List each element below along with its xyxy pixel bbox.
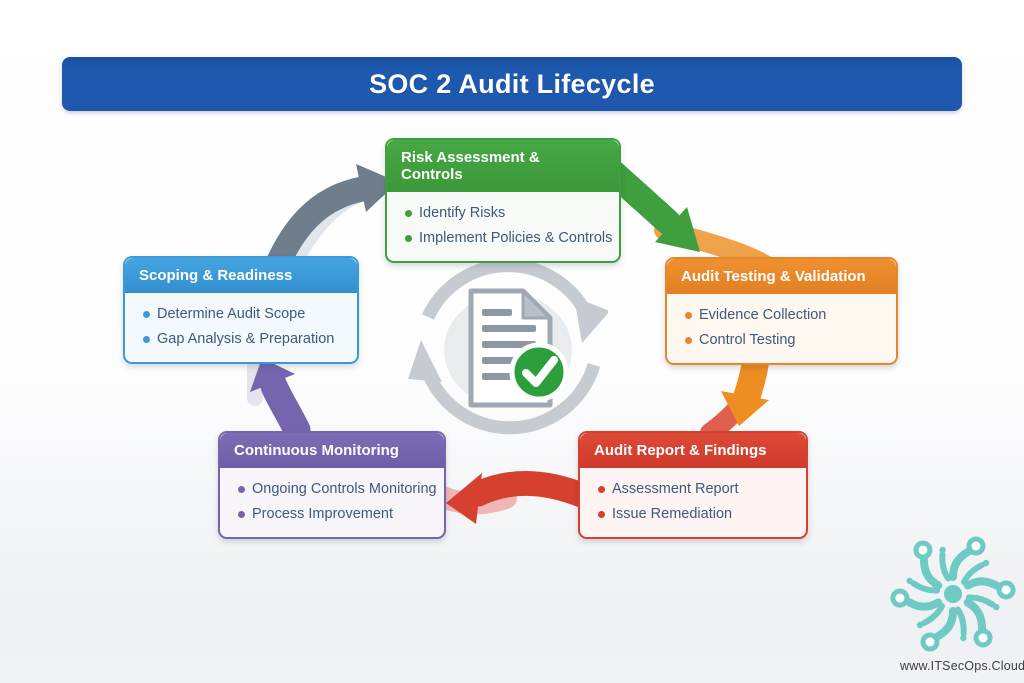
arrow-monitoring-to-scoping [250,358,311,444]
stage-header: Audit Report & Findings [580,433,806,468]
arrow-risk-to-testing [595,155,700,252]
website-url: www.ITSecOps.Cloud [900,659,1024,673]
bullet-dot-icon [238,486,245,493]
bullet-dot-icon [143,336,150,343]
stage-body: Evidence Collection Control Testing [667,294,896,363]
stage-header: Scoping & Readiness [125,258,357,293]
stage-bullet: Determine Audit Scope [137,302,345,327]
stage-box-risk-assessment: Risk Assessment & Controls Identify Risk… [385,138,621,263]
circuit-pinwheel-logo-icon [890,536,1016,652]
stage-bullet: Evidence Collection [679,303,884,328]
check-badge-icon [509,342,569,402]
arrow-scoping-to-risk [263,164,398,281]
bullet-dot-icon [598,486,605,493]
stage-bullet: Ongoing Controls Monitoring [232,477,437,502]
bullet-dot-icon [143,311,150,318]
bullet-dot-icon [598,511,605,518]
stage-box-scoping-readiness: Scoping & Readiness Determine Audit Scop… [123,256,359,364]
bullet-dot-icon [405,210,412,217]
stage-body: Determine Audit Scope Gap Analysis & Pre… [125,293,357,362]
stage-header: Continuous Monitoring [220,433,444,468]
stage-bullet: Implement Policies & Controls [399,226,612,251]
cycle-arrowhead-left [408,340,442,382]
stage-bullet: Gap Analysis & Preparation [137,327,345,352]
logo-center-dot [944,585,962,603]
stage-bullet: Assessment Report [592,477,794,502]
stage-body: Ongoing Controls Monitoring Process Impr… [220,468,444,537]
bullet-dot-icon [685,337,692,344]
title-bar: SOC 2 Audit Lifecycle [62,57,962,111]
document-check-refresh-icon [408,259,608,435]
stage-bullet: Control Testing [679,328,884,353]
stage-bullet: Identify Risks [399,201,607,226]
bullet-dot-icon [405,235,412,242]
stage-box-audit-testing: Audit Testing & Validation Evidence Coll… [665,257,898,365]
arrow-report-to-monitoring [446,470,597,524]
stage-bullet: Process Improvement [232,502,432,527]
cycle-arrowhead-right [574,297,608,343]
stage-bullet: Issue Remediation [592,502,794,527]
stage-header: Risk Assessment & Controls [387,140,619,192]
stage-box-audit-report: Audit Report & Findings Assessment Repor… [578,431,808,539]
bullet-dot-icon [238,511,245,518]
bullet-dot-icon [685,312,692,319]
stage-header: Audit Testing & Validation [667,259,896,294]
stage-body: Identify Risks Implement Policies & Cont… [387,192,619,261]
stage-body: Assessment Report Issue Remediation [580,468,806,537]
page-title: SOC 2 Audit Lifecycle [369,68,655,99]
stage-box-continuous-monitoring: Continuous Monitoring Ongoing Controls M… [218,431,446,539]
